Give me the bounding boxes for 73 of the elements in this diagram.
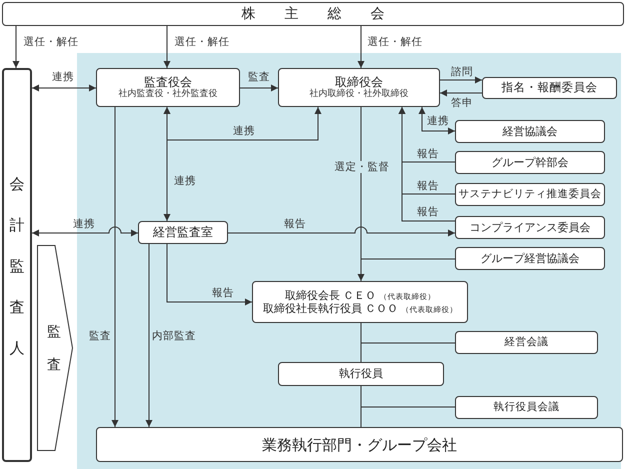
connector-line [360,322,362,362]
edge-label: 連携 [426,115,450,127]
edge-label: 連携 [51,71,75,83]
org-box [278,68,440,107]
edge-label: 報告 [416,148,440,160]
org-box [455,247,605,270]
edge-label: 選定・監督 [334,161,390,173]
org-box [138,221,228,244]
arrow [164,26,170,68]
edge-label: 報告 [211,287,235,299]
title-text: 業務執行部門・グループ会社 [262,436,457,454]
title-text: 経営監査室 [153,225,213,240]
double-arrow [32,226,138,236]
edge-label: 報告 [283,218,307,230]
arrow [166,244,252,306]
arrow [228,226,456,236]
title-text: コンプライアンス委員会 [470,220,590,234]
title-text: グループ経営協議会 [480,252,580,266]
title-text: 指名・報酬委員会 [502,81,598,95]
double-arrow [418,106,456,134]
edge-label: 連携 [72,218,96,230]
title-text: 執行役員会議 [494,401,560,414]
subtitle-text: 社内監査役・社外監査役 [118,89,218,100]
arrow [358,26,364,68]
org-box [96,427,623,462]
arrow [358,106,364,282]
org-box [455,120,605,143]
edge-label: 諮問 [450,66,474,78]
edge-label: 監査 [247,71,271,83]
edge-label: 内部監査 [151,330,197,342]
title-text: 経営会議 [504,336,548,349]
arrow [398,106,456,222]
arrow [146,244,152,428]
title-text: グループ幹部会 [492,156,568,170]
title-text: 取締役会 [335,74,383,89]
title-text: 監査 [47,323,61,375]
arrow [440,90,482,96]
edge-label: 監査 [88,330,112,342]
edge-label: 選任・解任 [174,36,230,48]
title-text: 執行役員 [339,367,383,381]
org-box [96,68,240,107]
edge-label: 選任・解任 [366,36,424,48]
edge-label: 連携 [232,125,256,137]
edge-label: 答申 [450,97,474,109]
double-arrow [164,106,170,222]
subtitle-text: 社内取締役・社外取締役 [310,89,408,100]
title-text: 株主総会 [240,6,414,22]
org-box [2,2,624,26]
org-box [252,281,468,323]
org-box [455,151,605,174]
arrow [240,84,278,92]
org-box [455,396,598,419]
edge-label: 選任・解任 [22,36,80,48]
arrow [12,26,20,68]
org-box [455,331,598,354]
title-text: 会計監査人 [10,174,24,359]
org-box [455,216,605,239]
title-text: サステナビリティ推進委員会 [458,188,602,201]
org-box [455,183,605,206]
double-arrow [32,84,96,92]
edge-label: 連携 [173,175,197,187]
edge-label: 報告 [416,206,440,218]
edge-label: 報告 [416,180,440,192]
arrow [112,106,118,428]
org-box [2,68,32,462]
org-box [278,362,444,386]
role-title: 取締役会長 ＣＥＯ [284,288,376,302]
role-title: 取締役社長執行役員 ＣＯＯ [262,302,398,316]
title-text: 監査役会 [144,74,192,89]
title-text: 経営協議会 [502,124,558,138]
connector-line [360,386,362,428]
org-box [482,77,617,99]
arrow [440,76,482,84]
